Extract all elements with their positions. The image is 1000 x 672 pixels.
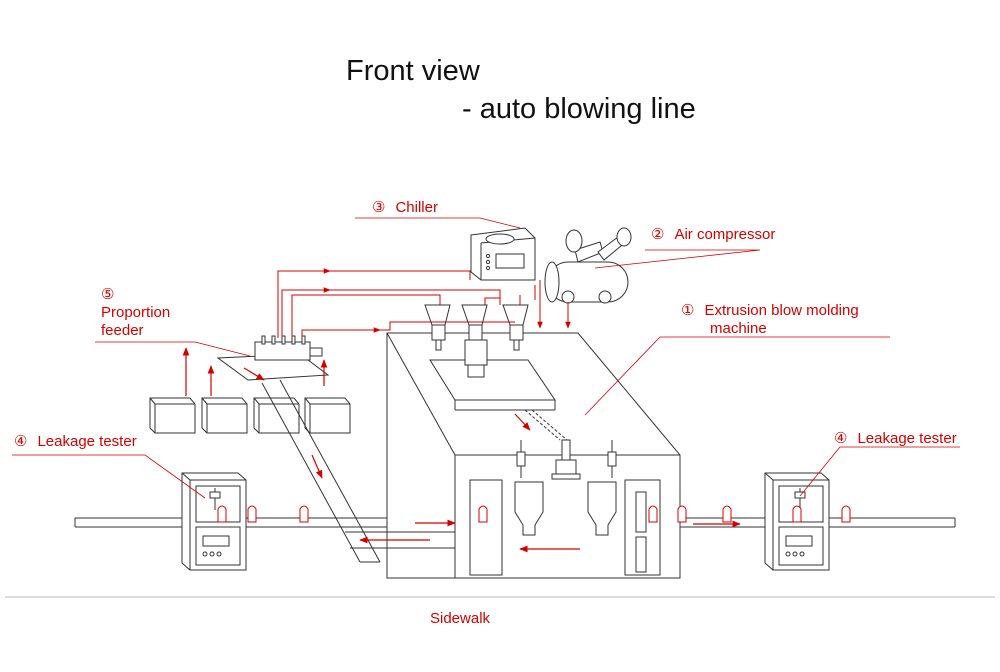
leader-lines — [12, 217, 960, 499]
extrusion-line1: Extrusion blow molding — [704, 302, 859, 319]
sidewalk-label: Sidewalk — [430, 610, 491, 627]
air-compressor — [544, 227, 632, 304]
chiller-number: ③ — [372, 199, 386, 216]
title-line-1: Front view — [346, 55, 480, 87]
bottles — [217, 505, 851, 523]
air-compressor-number: ② — [651, 226, 665, 243]
material-boxes — [149, 397, 351, 434]
proportion-feeder-line1: Proportion — [101, 304, 171, 321]
leakage-tester-right-label: ④ Leakage tester — [834, 430, 957, 448]
leakage-tester-left-text: Leakage tester — [37, 433, 137, 450]
extrusion-line2: machine — [710, 320, 767, 337]
chiller-text: Chiller — [395, 199, 438, 216]
extrusion-label: ① Extrusion blow molding machine — [681, 302, 859, 338]
extrusion-number: ① — [681, 302, 695, 319]
proportion-feeder-label: ⑤ Proportion feeder — [101, 286, 170, 340]
proportion-feeder-number: ⑤ — [101, 286, 115, 303]
title-line-2: - auto blowing line — [462, 93, 696, 125]
flow-arrows — [182, 347, 741, 553]
leakage-tester-right-text: Leakage tester — [857, 430, 957, 447]
flow-pipes — [277, 268, 571, 338]
leakage-tester-left-number: ④ — [14, 433, 28, 450]
leakage-tester-right-number: ④ — [834, 430, 848, 447]
scrap-conveyor — [261, 379, 455, 563]
chiller-label: ③ Chiller — [372, 199, 438, 217]
leakage-tester-left — [181, 472, 247, 571]
leakage-tester-left-label: ④ Leakage tester — [14, 433, 137, 451]
chiller-unit — [470, 227, 536, 281]
air-compressor-label: ② Air compressor — [651, 226, 775, 244]
extrusion-blow-molding-machine — [386, 304, 681, 579]
proportion-feeder — [216, 335, 330, 381]
proportion-feeder-line2: feeder — [101, 322, 144, 339]
air-compressor-text: Air compressor — [674, 226, 776, 243]
